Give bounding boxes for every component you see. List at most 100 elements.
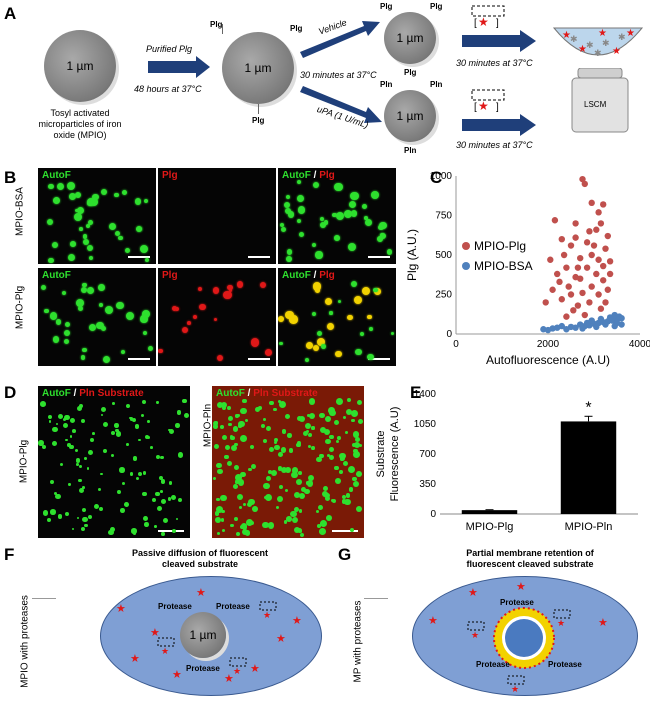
particle-dot xyxy=(368,327,373,331)
svg-text:★: ★ xyxy=(224,673,234,685)
incubation-label: 30 minutes at 37°C xyxy=(456,140,533,150)
scatter-point xyxy=(567,242,575,249)
particle-dot xyxy=(315,509,320,513)
svg-text:★: ★ xyxy=(612,46,621,57)
scatter-point xyxy=(574,264,582,271)
y-tick-label: 1400 xyxy=(414,389,437,400)
particle-dot xyxy=(378,224,385,231)
particle-dot xyxy=(227,415,234,422)
particle-dot xyxy=(103,356,111,364)
particle-dot xyxy=(278,316,284,322)
particle-dot xyxy=(351,418,356,423)
scatter-point xyxy=(606,258,614,265)
particle-dot xyxy=(62,418,66,422)
svg-text:✱: ✱ xyxy=(602,38,610,48)
particle-dot xyxy=(361,204,367,209)
svg-text:★: ★ xyxy=(196,587,206,599)
panel-label-c: C xyxy=(430,168,443,187)
particle-dot xyxy=(156,401,159,404)
particle-dot xyxy=(77,306,83,311)
x-tick-label: 2000 xyxy=(537,339,560,350)
bar xyxy=(560,421,617,514)
particle-dot xyxy=(82,234,88,240)
particle-dot xyxy=(171,495,177,501)
particle-dot xyxy=(281,429,286,434)
particle-dot xyxy=(307,413,311,417)
particle-dot xyxy=(199,303,206,311)
particle-dot xyxy=(110,527,116,532)
svg-text:]: ] xyxy=(496,102,499,112)
particle-dot xyxy=(134,197,142,205)
particle-dot xyxy=(353,431,360,438)
scatter-point xyxy=(600,277,607,284)
particle-dot xyxy=(160,479,166,484)
particle-dot xyxy=(221,405,226,411)
scatter-point xyxy=(618,321,625,328)
particle-dot xyxy=(82,516,88,523)
scatter-point xyxy=(606,270,614,278)
scatter-point xyxy=(554,270,561,278)
particle-dot xyxy=(319,522,324,526)
particle-dot xyxy=(342,494,347,500)
particle-dot xyxy=(148,345,154,351)
particle-dot xyxy=(269,446,275,452)
particle-dot xyxy=(323,428,331,436)
micrograph-bsa-plg: Plg xyxy=(158,168,276,264)
particle-dot xyxy=(329,434,334,440)
panel-label-a: A xyxy=(4,4,17,23)
particle-dot xyxy=(311,242,317,248)
mpio-pln-particle: 1 µm xyxy=(384,90,436,142)
legend-marker xyxy=(462,262,470,270)
particle-dot xyxy=(270,470,277,477)
particle-dot xyxy=(285,310,294,320)
scatter-point xyxy=(579,289,586,297)
particle-desc-2: microparticles of iron xyxy=(38,119,122,129)
particle-dot xyxy=(268,400,274,406)
particle-dot xyxy=(46,218,54,226)
particle-dot xyxy=(227,461,233,467)
particle-dot xyxy=(135,476,140,481)
row-label-bsa: MPIO-BSA xyxy=(14,187,26,236)
particle-dot xyxy=(362,286,371,295)
particle-dot xyxy=(65,438,68,441)
particle-dot xyxy=(120,508,125,513)
step1-top-label: Purified Plg xyxy=(146,44,193,54)
scatter-point xyxy=(611,322,618,330)
particle-dot xyxy=(160,455,164,460)
protease-label: Protease xyxy=(548,660,582,669)
particle-dot xyxy=(233,517,239,522)
mpio-particle: 1 µm xyxy=(44,30,116,102)
particle-dot xyxy=(354,436,360,442)
particle-dot xyxy=(298,231,305,238)
particle-dot xyxy=(233,464,240,471)
protease-label: Protease xyxy=(476,660,510,669)
g-side-label: MP with proteases xyxy=(352,600,364,683)
particle-dot xyxy=(49,311,58,320)
particle-dot xyxy=(126,443,129,446)
scatter-point xyxy=(563,313,570,320)
particle-dot xyxy=(224,444,230,451)
particle-dot xyxy=(273,444,280,451)
particle-dot xyxy=(386,249,393,256)
particle-dot xyxy=(48,183,54,190)
particle-dot xyxy=(326,514,333,521)
particle-dot xyxy=(302,430,308,436)
particle-dot xyxy=(350,210,358,217)
particle-dot xyxy=(339,452,346,460)
particle-dot xyxy=(114,423,119,428)
x-axis-label: Autofluorescence (A.U) xyxy=(486,353,610,367)
particle-dot xyxy=(88,256,93,261)
particle-dot xyxy=(328,447,334,452)
particle-dot xyxy=(334,465,339,471)
autof-label: AutoF xyxy=(42,170,71,181)
particle-dot xyxy=(75,458,80,463)
svg-text:★: ★ xyxy=(578,44,587,55)
particle-dot xyxy=(371,191,379,199)
svg-text:★: ★ xyxy=(150,627,160,639)
particle-dot xyxy=(174,306,179,312)
particle-dot xyxy=(57,513,63,519)
incubation-arrow-icon xyxy=(462,114,536,136)
vehicle-arrow-icon xyxy=(300,21,380,58)
particle-dot xyxy=(345,492,351,498)
